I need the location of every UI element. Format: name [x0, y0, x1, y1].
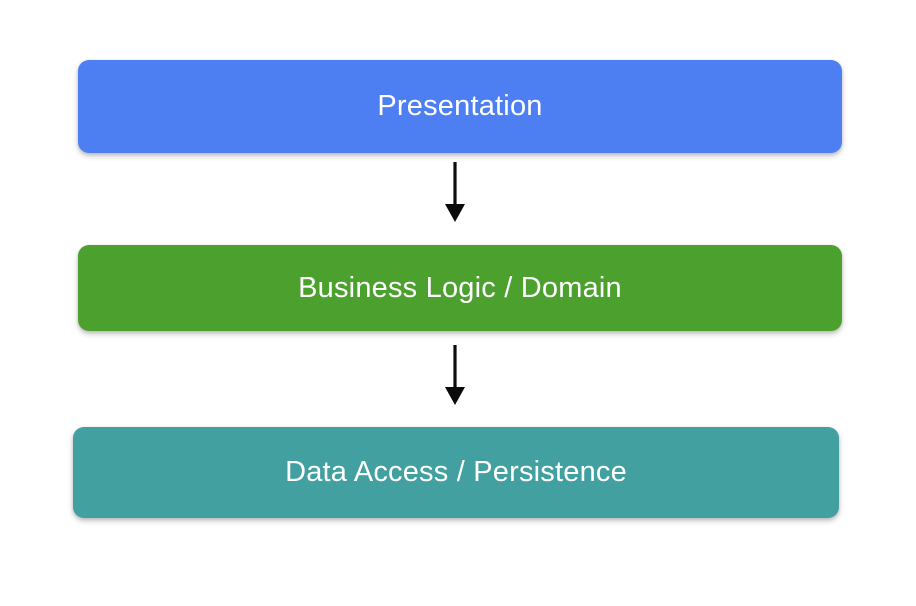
layer-label-business-logic: Business Logic / Domain — [298, 271, 622, 304]
layer-label-presentation: Presentation — [377, 90, 543, 122]
layer-box-data-access[interactable]: Data Access / Persistence — [73, 427, 839, 518]
layer-box-presentation[interactable]: Presentation — [78, 60, 842, 153]
layer-box-business-logic[interactable]: Business Logic / Domain — [78, 245, 842, 331]
layer-label-data-access: Data Access / Persistence — [285, 456, 627, 488]
arrow-down-icon-business-to-data — [445, 345, 465, 405]
arrow-down-icon-presentation-to-business — [445, 162, 465, 222]
